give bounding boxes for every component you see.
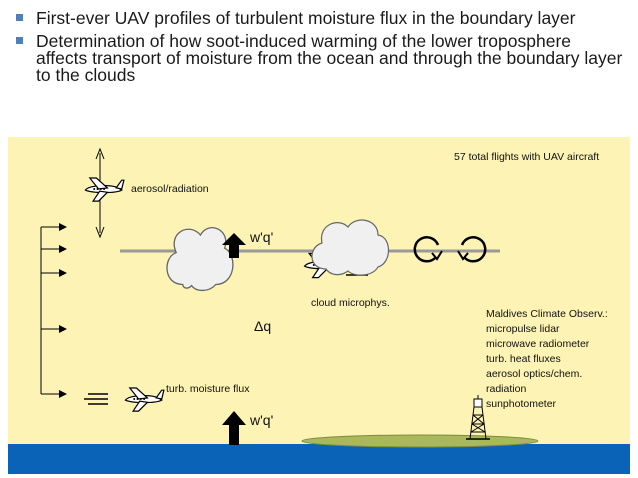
observatory-list: Maldives Climate Observ.: micropulse lid… [486,307,608,412]
observatory-title: Maldives Climate Observ.: [486,308,608,320]
delta-q-label: Δq [254,318,272,334]
speed-lines-icon [84,393,108,405]
cloud-microphysics-label: cloud microphys. [311,297,390,309]
observatory-item: microwave radiometer [486,338,590,350]
eddy-icon [457,236,487,263]
eddy-icon [413,236,443,263]
bullet-square-icon [16,37,23,44]
diagram-graphics [40,147,539,448]
observatory-tower-icon [466,395,490,440]
upward-arrow-icon [222,233,246,258]
upward-arrow-icon [222,411,246,445]
aerosol-radiation-label: aerosol/radiation [131,183,209,195]
bullet-text: First-ever UAV profiles of turbulent moi… [36,8,576,28]
bullet-item: First-ever UAV profiles of turbulent moi… [14,8,624,28]
flux-top-label: w'q' [250,229,274,245]
observatory-item: turb. heat fluxes [486,353,561,365]
uav-aircraft-icon [124,387,165,412]
flights-note: 57 total flights with UAV aircraft [454,151,600,163]
observatory-item: micropulse lidar [486,323,560,335]
observatory-item: sunphotometer [486,398,557,410]
island [301,434,539,448]
profile-arrows-icon [40,223,67,398]
bullet-text: Determination of how soot-induced warmin… [36,31,623,85]
diagram-panel: 57 total flights with UAV aircraft aeros… [8,137,630,474]
bullet-list: First-ever UAV profiles of turbulent moi… [14,8,624,90]
cloud-icon [166,227,234,292]
uav-aircraft-icon [84,177,125,202]
observatory-item: aerosol optics/chem. [486,368,583,380]
bullet-square-icon [16,14,23,21]
observatory-item: radiation [486,383,527,395]
flux-bottom-label: w'q' [250,412,274,428]
bullet-item: Determination of how soot-induced warmin… [14,31,624,85]
moisture-flux-label: turb. moisture flux [166,383,250,395]
cloud-icon [311,219,390,276]
ocean [8,444,630,474]
